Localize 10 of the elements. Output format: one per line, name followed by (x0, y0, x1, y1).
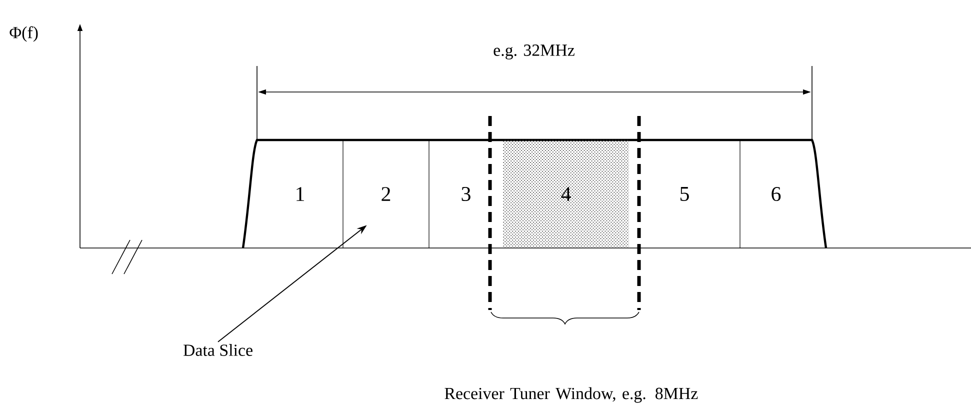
callout-text: Data Slice (183, 344, 252, 356)
dimension-label: e.g. 32MHz (494, 44, 574, 60)
callout-text: Receiver Tuner Window, e.g. 8MHz (444, 387, 698, 403)
data-slice: 2 (382, 187, 390, 201)
data-slice: 5 (680, 187, 689, 201)
data-slice: 4 (561, 187, 571, 201)
data-slice: 3 (462, 186, 470, 202)
data-slice: 6 (772, 186, 781, 202)
data-slice: 1 (296, 187, 304, 201)
axis-label: Φ(f) (10, 26, 38, 42)
